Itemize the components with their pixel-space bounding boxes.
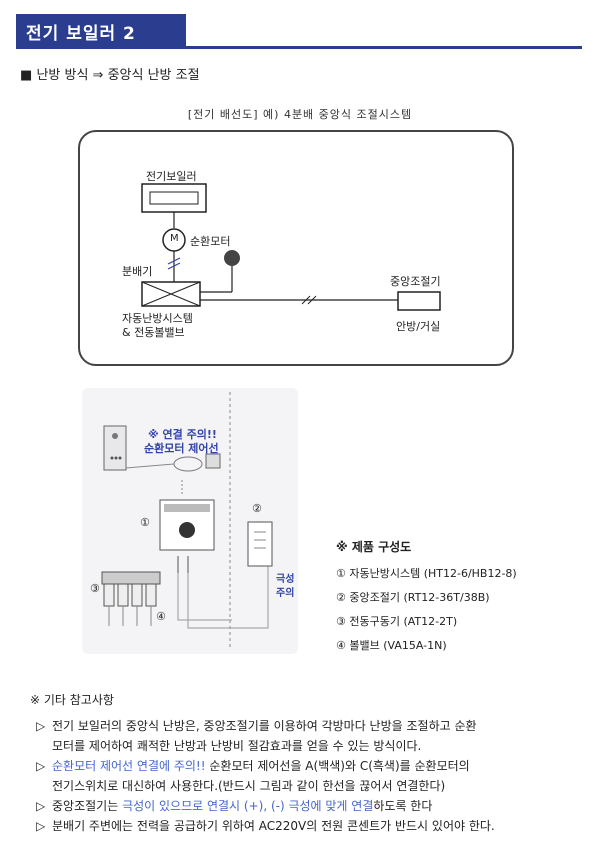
reference-item-2-rest: 순환모터 제어선을 A(백색)와 C(흑색)를 순환모터의 bbox=[205, 759, 470, 773]
installation-photo: ※ 연결 주의!! 순환모터 제어선 ① ② ③ ④ 극성 주의 bbox=[82, 388, 298, 654]
title-bar: 전기 보일러 2 bbox=[16, 14, 186, 46]
triangle-bullet-icon: ▷ bbox=[36, 819, 46, 833]
sensor-icon bbox=[224, 250, 240, 266]
reference-item-1: ▷ 전기 보일러의 중앙식 난방은, 중앙조절기를 이용하여 각방마다 난방을 … bbox=[30, 716, 590, 736]
reference-item-3: ▷ 중앙조절기는 극성이 있으므로 연결시 (+), (-) 극성에 맞게 연결… bbox=[30, 796, 590, 816]
polarity-note-1: 극성 bbox=[276, 574, 295, 585]
auto-system-label-2: & 전동볼밸브 bbox=[122, 326, 185, 339]
components-list: ※ 제품 구성도 ① 자동난방시스템 (HT12-6/HB12-8) ② 중앙조… bbox=[336, 538, 517, 661]
reference-item-3-highlight: 극성이 있으므로 연결시 (+), (-) 극성에 맞게 연결 bbox=[122, 799, 374, 813]
boiler-box bbox=[141, 183, 207, 213]
triangle-bullet-icon: ▷ bbox=[36, 759, 46, 773]
section-heading-text: 난방 방식 ⇒ 중앙식 난방 조절 bbox=[36, 68, 200, 83]
reference-header: ※ 기타 참고사항 bbox=[30, 693, 114, 707]
boiler-label: 전기보일러 bbox=[146, 170, 197, 183]
square-bullet-icon: ■ bbox=[20, 68, 33, 83]
motor-label: 순환모터 bbox=[190, 235, 231, 248]
reference-notes: ※ 기타 참고사항 ▷ 전기 보일러의 중앙식 난방은, 중앙조절기를 이용하여… bbox=[30, 690, 590, 836]
component-item: ① 자동난방시스템 (HT12-6/HB12-8) bbox=[336, 567, 517, 580]
components-title: ※ 제품 구성도 bbox=[336, 540, 412, 554]
reference-item-4: ▷ 분배기 주변에는 전력을 공급하기 위하여 AC220V의 전원 콘센트가 … bbox=[30, 816, 590, 836]
boiler-display bbox=[149, 191, 199, 205]
reference-item-2-line2: 전기스위치로 대신하여 사용한다.(반드시 그림과 같이 한선을 끊어서 연결한… bbox=[52, 779, 446, 793]
component-item: ② 중앙조절기 (RT12-36T/38B) bbox=[336, 591, 490, 604]
controller-label: 중앙조절기 bbox=[390, 275, 441, 288]
triangle-bullet-icon: ▷ bbox=[36, 799, 46, 813]
component-item: ④ 볼밸브 (VA15A-1N) bbox=[336, 639, 447, 652]
distributor-label: 분배기 bbox=[122, 265, 153, 278]
reference-item-1-line2: 모터를 제어하여 쾌적한 난방과 난방비 절감효과를 얻을 수 있는 방식이다. bbox=[52, 739, 422, 753]
callout-2: ② bbox=[252, 502, 262, 515]
polarity-note-2: 주의 bbox=[276, 588, 295, 599]
reference-item-1-line1: 전기 보일러의 중앙식 난방은, 중앙조절기를 이용하여 각방마다 난방을 조절… bbox=[52, 719, 477, 733]
title-underline bbox=[16, 46, 582, 49]
page-title: 전기 보일러 2 bbox=[26, 24, 136, 44]
section-heading: ■ 난방 방식 ⇒ 중앙식 난방 조절 bbox=[20, 64, 200, 83]
reference-item-3-post: 하도록 한다 bbox=[373, 799, 433, 813]
callout-4: ④ bbox=[156, 610, 166, 623]
reference-item-4-text: 분배기 주변에는 전력을 공급하기 위하여 AC220V의 전원 콘센트가 반드… bbox=[52, 819, 495, 833]
triangle-bullet-icon: ▷ bbox=[36, 719, 46, 733]
warning-text-1: ※ 연결 주의!! bbox=[148, 428, 217, 441]
diagram-caption: [전기 배선도] 예) 4분배 중앙식 조절시스템 bbox=[187, 108, 413, 121]
callout-1: ① bbox=[140, 516, 150, 529]
motor-symbol-letter: M bbox=[170, 233, 179, 244]
reference-item-3-pre: 중앙조절기는 bbox=[52, 799, 123, 813]
installation-illustration bbox=[101, 392, 273, 650]
component-item: ③ 전동구동기 (AT12-2T) bbox=[336, 615, 458, 628]
controller-box bbox=[397, 291, 441, 311]
distributor-box bbox=[141, 281, 201, 307]
wiring-diagram-lines bbox=[141, 183, 441, 311]
auto-system-label: 자동난방시스템 bbox=[122, 312, 193, 325]
reference-item-2: ▷ 순환모터 제어선 연결에 주의!! 순환모터 제어선을 A(백색)와 C(흑… bbox=[30, 756, 590, 776]
callout-3: ③ bbox=[90, 582, 100, 595]
wiring-diagram: 전기보일러 M 순환모터 분배기 자동난방시스템 & 전동볼밸브 중앙조절기 안… bbox=[78, 130, 514, 366]
room-label: 안방/거실 bbox=[396, 320, 441, 333]
warning-text-2: 순환모터 제어선 bbox=[144, 442, 219, 455]
reference-item-2-highlight: 순환모터 제어선 연결에 주의!! bbox=[52, 759, 206, 773]
